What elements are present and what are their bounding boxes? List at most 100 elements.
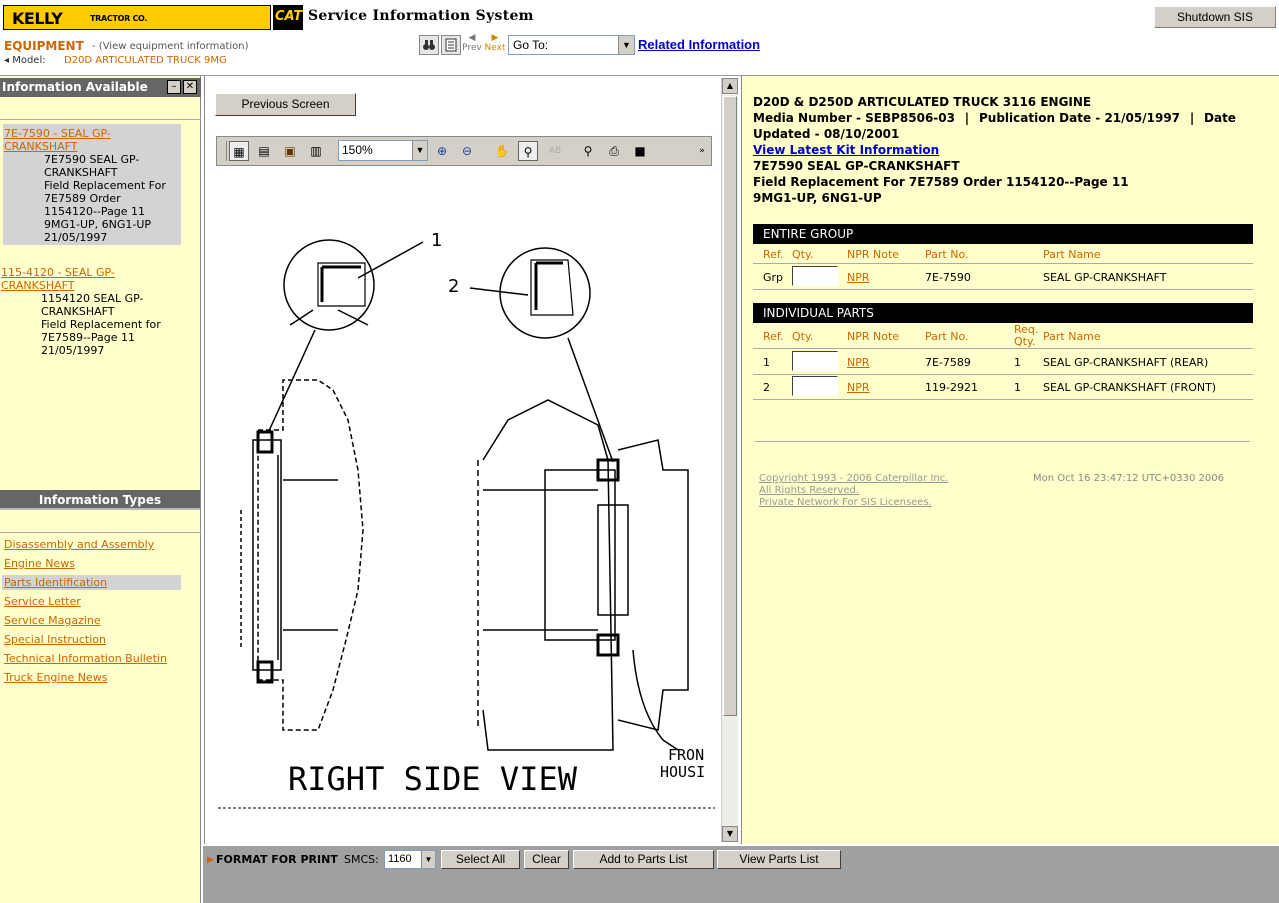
info-type-special-instruction[interactable]: Special Instruction [4, 633, 107, 646]
scroll-thumb[interactable] [723, 96, 737, 716]
individual-parts-header: INDIVIDUAL PARTS [753, 303, 1253, 323]
prev-arrow-icon: ◀ [468, 33, 476, 43]
info-type-tib[interactable]: Technical Information Bulletin [4, 652, 167, 665]
viewer-toolbar [216, 136, 712, 166]
part-qty-input[interactable] [792, 376, 838, 396]
document-title: D20D & D250D ARTICULATED TRUCK 3116 ENGI… [753, 95, 1092, 109]
page-width-icon[interactable]: ▥ [310, 144, 322, 158]
part-qty-input[interactable] [792, 351, 838, 371]
select-all-button[interactable]: Select All [441, 850, 520, 869]
shutdown-button[interactable]: Shutdown SIS [1154, 6, 1276, 28]
book-icon[interactable]: ▣ [284, 144, 296, 158]
row-divider [753, 263, 1253, 264]
scroll-up-icon[interactable]: ▲ [722, 78, 738, 94]
col-qty: Qty. [792, 248, 814, 261]
col-ref: Ref. [763, 248, 784, 261]
goto-select[interactable]: Go To: ▼ [508, 35, 635, 55]
private-network-link[interactable]: Private Network For SIS Licensees. [759, 497, 932, 508]
scroll-down-icon[interactable]: ▼ [722, 826, 738, 842]
part-description: Field Replacement For 7E7589 Order 11541… [753, 175, 1129, 189]
col-req-qty: Req. Qty. [1014, 324, 1038, 348]
separator: | [1189, 111, 1195, 125]
publication-date: Publication Date - 21/05/1997 [979, 111, 1181, 125]
group-npr-link[interactable]: NPR [847, 271, 870, 284]
zoom-in-icon[interactable]: ⊕ [436, 144, 448, 158]
next-arrow-icon: ▶ [491, 33, 499, 43]
selected-type-highlight [2, 575, 181, 590]
format-for-print-link[interactable]: FORMAT FOR PRINT [216, 853, 338, 866]
print-icon[interactable]: ⎙ [609, 144, 619, 158]
info-type-engine-news[interactable]: Engine News [4, 557, 75, 570]
col-part-name: Part Name [1043, 330, 1101, 343]
more-options-icon[interactable]: » [699, 146, 705, 156]
info-type-parts-identification[interactable]: Parts Identification [4, 576, 108, 589]
info-type-truck-engine-news[interactable]: Truck Engine News [4, 671, 108, 684]
result-link-1154120[interactable]: 115-4120 - SEAL GP-CRANKSHAFT [1, 266, 115, 292]
info-type-service-magazine[interactable]: Service Magazine [4, 614, 101, 627]
hand-pan-icon[interactable]: ✋ [494, 144, 510, 158]
col-part-no: Part No. [925, 330, 969, 343]
text-select-icon[interactable]: AB [548, 146, 562, 156]
prev-button[interactable]: ◀ Prev [462, 33, 482, 53]
parts-drawing: 1 2 RIGHT SIDE VIEW FRON HOUSI [218, 230, 715, 809]
kelly-logo-subtext: TRACTOR CO. [90, 14, 148, 23]
result-link-7e7590[interactable]: 7E-7590 - SEAL GP-CRANKSHAFT [4, 127, 111, 153]
part-title: 7E7590 SEAL GP-CRANKSHAFT [753, 159, 960, 173]
fit-page-icon[interactable]: ▦ [229, 141, 249, 161]
prev-label: Prev [462, 43, 482, 53]
col-req-qty-line1: Req. [1014, 323, 1039, 336]
add-to-parts-list-button[interactable]: Add to Parts List [573, 850, 714, 869]
binoculars-icon[interactable] [419, 35, 439, 55]
part-npr-link[interactable]: NPR [847, 356, 870, 369]
page-icon[interactable]: ▤ [258, 144, 270, 158]
smcs-label: SMCS: [344, 853, 379, 866]
col-qty: Qty. [792, 330, 814, 343]
document-icon[interactable] [441, 35, 461, 55]
find-icon[interactable]: ⚲ [583, 144, 593, 158]
zoom-box-icon[interactable]: ⚲ [518, 141, 538, 161]
smcs-value: 1160 [388, 853, 412, 865]
drawing-caption: RIGHT SIDE VIEW [288, 760, 578, 798]
rights-link[interactable]: All Rights Reserved. [759, 485, 860, 496]
date-updated-label: Date [1204, 111, 1236, 125]
vertical-scrollbar[interactable]: ▲ ▼ [721, 78, 738, 842]
part-no: 119-2921 [925, 381, 978, 394]
chevron-down-icon[interactable]: ▼ [618, 36, 634, 54]
close-icon: ✕ [185, 81, 195, 92]
zoom-out-icon[interactable]: ⊖ [461, 144, 473, 158]
result-description: 7E7590 SEAL GP- CRANKSHAFT Field Replace… [44, 153, 166, 244]
equipment-link[interactable]: EQUIPMENT [4, 39, 84, 53]
chevron-down-icon[interactable]: ▼ [412, 141, 427, 160]
next-button[interactable]: ▶ Next [484, 33, 506, 53]
info-type-service-letter[interactable]: Service Letter [4, 595, 81, 608]
part-ref: 1 [763, 356, 770, 369]
minimize-button[interactable]: – [167, 80, 181, 94]
view-latest-kit-link[interactable]: View Latest Kit Information [753, 143, 940, 157]
close-button[interactable]: ✕ [183, 80, 197, 94]
part-npr-link[interactable]: NPR [847, 381, 870, 394]
info-types-title: Information Types [38, 493, 162, 507]
clear-button[interactable]: Clear [524, 850, 569, 869]
drawing-side-label-2: HOUSI [660, 763, 705, 781]
col-part-no: Part No. [925, 248, 969, 261]
minimize-icon: – [171, 81, 177, 92]
copyright-link[interactable]: Copyright 1993 - 2006 Caterpillar Inc. [759, 473, 949, 484]
part-ref: 2 [763, 381, 770, 394]
cat-logo-text: CAT [275, 9, 303, 24]
group-ref: Grp [763, 271, 784, 284]
date-updated: Updated - 08/10/2001 [753, 127, 900, 141]
save-icon[interactable]: ■ [634, 144, 646, 158]
related-information-link[interactable]: Related Information [638, 37, 761, 52]
group-qty-input[interactable] [792, 266, 838, 286]
smcs-select[interactable]: 1160 ▼ [384, 850, 436, 869]
part-req-qty: 1 [1014, 381, 1021, 394]
chevron-down-icon[interactable]: ▼ [421, 851, 435, 868]
row-divider [753, 348, 1253, 349]
separator: | [964, 111, 970, 125]
divider [0, 532, 201, 533]
zoom-select[interactable]: 150% ▼ [338, 140, 428, 161]
info-type-disassembly[interactable]: Disassembly and Assembly [4, 538, 155, 551]
drawing-side-label-1: FRON [668, 746, 704, 764]
view-parts-list-button[interactable]: View Parts List [717, 850, 841, 869]
previous-screen-button[interactable]: Previous Screen [215, 93, 356, 116]
